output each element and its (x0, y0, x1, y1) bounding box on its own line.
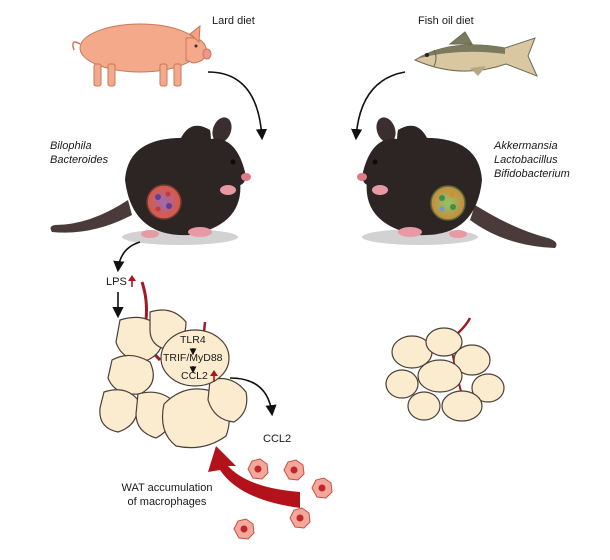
ccl2-increase-icon (210, 370, 218, 382)
lard-diet-label: Lard diet (212, 15, 255, 27)
ccl2-inner-label: CCL2 (181, 370, 208, 382)
lard-to-mouse-arrow (207, 71, 268, 141)
macrophage-caption-line2: of macrophages (127, 496, 207, 508)
fishoil-adipose-tissue (385, 317, 505, 422)
macrophage-icon (289, 507, 311, 529)
trif-myd88-label: TRIF/MyD88 (163, 352, 223, 364)
ccl2-secreted-label: CCL2 (263, 433, 292, 445)
bacteria-label-bacteroides: Bacteroides (50, 154, 109, 166)
pig-icon (72, 23, 212, 87)
lard-mouse-icon (50, 117, 251, 245)
macrophage-icon (247, 458, 269, 480)
bacteria-label-bilophila: Bilophila (50, 140, 92, 152)
fishoil-to-mouse-arrow (351, 71, 406, 141)
tlr4-label: TLR4 (180, 334, 206, 346)
ccl2-secretion-arrow (229, 377, 277, 417)
fish-oil-diet-label: Fish oil diet (418, 15, 474, 27)
macrophage-icon (233, 518, 255, 540)
gut-microbiota-icon (430, 185, 466, 221)
signaling-cell (160, 329, 230, 387)
bacteria-label-bifidobacterium: Bifidobacterium (494, 168, 570, 180)
macrophage-icon (283, 459, 305, 481)
lard-adipose-tissue (99, 281, 248, 449)
macrophage-caption-line1: WAT accumulation (121, 482, 213, 494)
bacteria-label-lactobacillus: Lactobacillus (494, 154, 558, 166)
mouse-to-lps-arrow (113, 241, 141, 273)
fish-icon (413, 31, 538, 77)
lps-increase-icon (128, 275, 136, 287)
macrophage-cluster (233, 458, 333, 540)
macrophage-icon (311, 477, 333, 499)
gut-microbiota-icon (146, 184, 182, 220)
bacteria-label-akkermansia: Akkermansia (494, 140, 558, 152)
lps-label: LPS (106, 276, 127, 288)
macrophage-recruitment-arrow (208, 446, 300, 508)
fishoil-mouse-icon (357, 117, 557, 248)
